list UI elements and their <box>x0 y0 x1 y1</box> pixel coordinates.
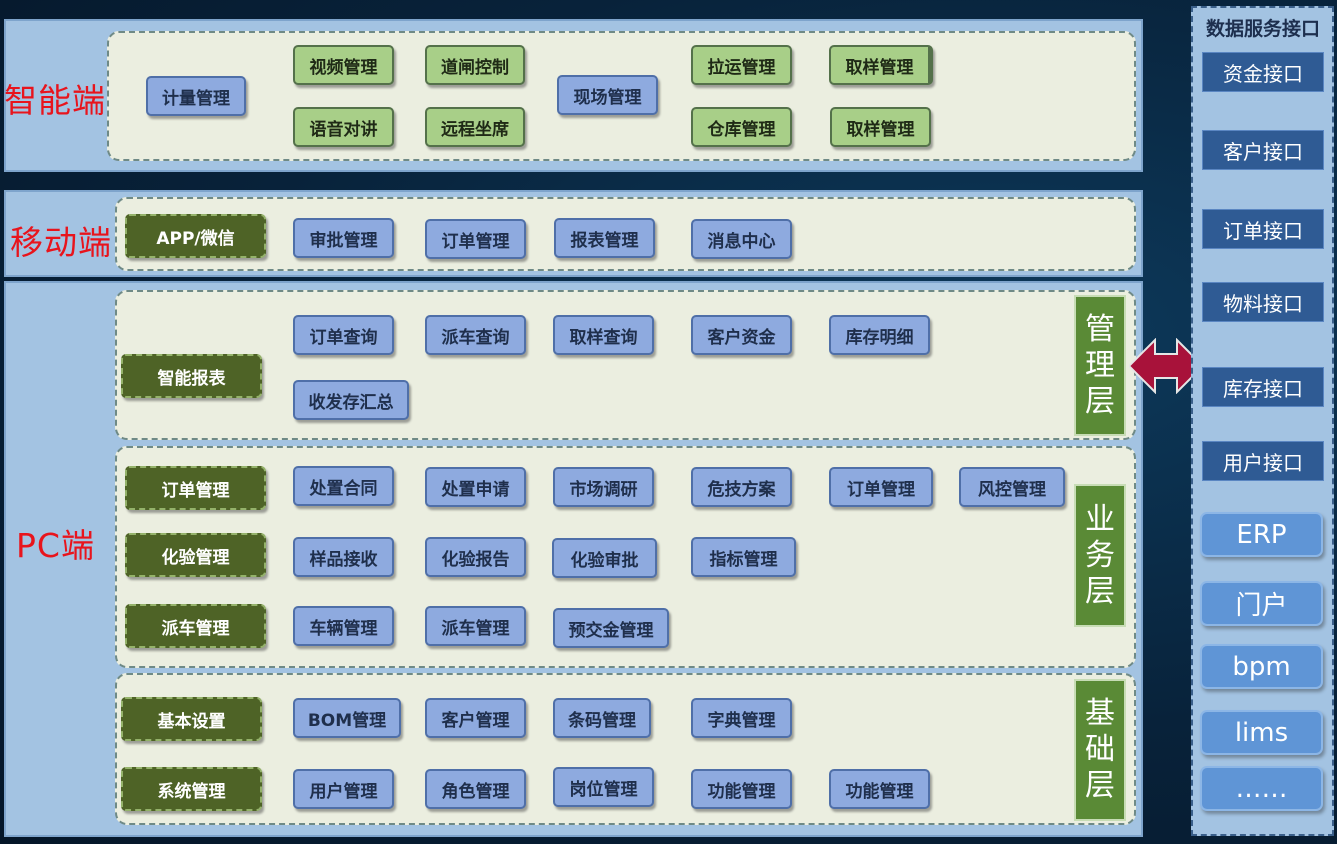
user-management[interactable]: 用户管理 <box>293 769 394 809</box>
funds-interface[interactable]: 资金接口 <box>1202 52 1324 92</box>
hazard-plan[interactable]: 危技方案 <box>691 467 792 507</box>
disposal-contract[interactable]: 处置合同 <box>293 466 394 506</box>
bpm-system[interactable]: bpm <box>1200 644 1323 689</box>
module-warehouse[interactable]: 仓库管理 <box>691 107 792 147</box>
risk-control[interactable]: 风控管理 <box>959 467 1065 507</box>
mobile-order[interactable]: 订单管理 <box>425 219 526 259</box>
order-management-item[interactable]: 订单管理 <box>829 467 933 507</box>
order-query[interactable]: 订单查询 <box>293 315 394 355</box>
disposal-application[interactable]: 处置申请 <box>425 467 526 507</box>
lab-report[interactable]: 化验报告 <box>425 537 526 577</box>
mobile-message[interactable]: 消息中心 <box>691 219 792 259</box>
bom-management[interactable]: BOM管理 <box>293 698 401 738</box>
module-sampling-2[interactable]: 取样管理 <box>830 107 931 147</box>
inventory-detail[interactable]: 库存明细 <box>829 315 930 355</box>
more-systems[interactable]: …… <box>1200 766 1323 811</box>
app-wechat-header[interactable]: APP/微信 <box>125 214 266 258</box>
function-management[interactable]: 功能管理 <box>691 769 792 809</box>
smart-report-header[interactable]: 智能报表 <box>121 354 262 398</box>
module-video[interactable]: 视频管理 <box>293 45 394 85</box>
dispatch-query[interactable]: 派车查询 <box>425 315 526 355</box>
dictionary-management[interactable]: 字典管理 <box>691 698 792 738</box>
dispatch-management-header[interactable]: 派车管理 <box>125 604 266 648</box>
module-gate[interactable]: 道闸控制 <box>425 45 525 85</box>
double-headed-arrow-icon <box>1129 338 1203 394</box>
indicator-management[interactable]: 指标管理 <box>691 537 796 577</box>
management-layer-tag: 管 理 层 <box>1074 295 1126 436</box>
lims-system[interactable]: lims <box>1200 710 1323 755</box>
portal-system[interactable]: 门户 <box>1200 581 1323 626</box>
order-interface[interactable]: 订单接口 <box>1202 209 1324 249</box>
customer-management[interactable]: 客户管理 <box>425 698 526 738</box>
module-transport[interactable]: 拉运管理 <box>691 45 792 85</box>
position-management[interactable]: 岗位管理 <box>553 767 654 807</box>
role-management[interactable]: 角色管理 <box>425 769 526 809</box>
sampling-query[interactable]: 取样查询 <box>553 315 654 355</box>
receive-issue-summary[interactable]: 收发存汇总 <box>293 380 409 420</box>
customer-funds[interactable]: 客户资金 <box>691 315 792 355</box>
module-site[interactable]: 现场管理 <box>557 75 658 115</box>
lab-management-header[interactable]: 化验管理 <box>125 533 266 577</box>
vehicle-management[interactable]: 车辆管理 <box>293 606 394 646</box>
data-service-title: 数据服务接口 <box>1205 18 1320 40</box>
user-interface[interactable]: 用户接口 <box>1202 441 1324 481</box>
barcode-management[interactable]: 条码管理 <box>553 698 651 738</box>
base-layer-tag: 基 础 层 <box>1074 679 1126 821</box>
inventory-interface[interactable]: 库存接口 <box>1202 367 1324 407</box>
pc-terminal-label: PC端 <box>16 526 95 565</box>
mobile-terminal-label: 移动端 <box>10 223 112 262</box>
smart-terminal-label: 智能端 <box>4 81 106 120</box>
module-intercom[interactable]: 语音对讲 <box>293 107 394 147</box>
management-layer-inner <box>115 290 1136 440</box>
market-research[interactable]: 市场调研 <box>553 467 654 507</box>
mobile-approval[interactable]: 审批管理 <box>293 218 394 258</box>
erp-system[interactable]: ERP <box>1200 512 1323 557</box>
module-measure[interactable]: 计量管理 <box>146 76 246 116</box>
business-layer-tag: 业 务 层 <box>1074 484 1126 627</box>
function-management-2[interactable]: 功能管理 <box>829 769 930 809</box>
sample-receive[interactable]: 样品接收 <box>293 537 394 577</box>
basic-settings-header[interactable]: 基本设置 <box>121 697 262 741</box>
lab-approval[interactable]: 化验审批 <box>552 538 657 578</box>
module-sampling[interactable]: 取样管理 <box>829 45 933 85</box>
mobile-report[interactable]: 报表管理 <box>554 218 655 258</box>
customer-interface[interactable]: 客户接口 <box>1202 130 1324 170</box>
dispatch-management-item[interactable]: 派车管理 <box>425 606 526 646</box>
prepayment-management[interactable]: 预交金管理 <box>553 608 669 648</box>
system-management-header[interactable]: 系统管理 <box>121 767 262 811</box>
order-management-header[interactable]: 订单管理 <box>125 466 266 510</box>
material-interface[interactable]: 物料接口 <box>1202 282 1324 322</box>
module-remote-seat[interactable]: 远程坐席 <box>425 107 525 147</box>
